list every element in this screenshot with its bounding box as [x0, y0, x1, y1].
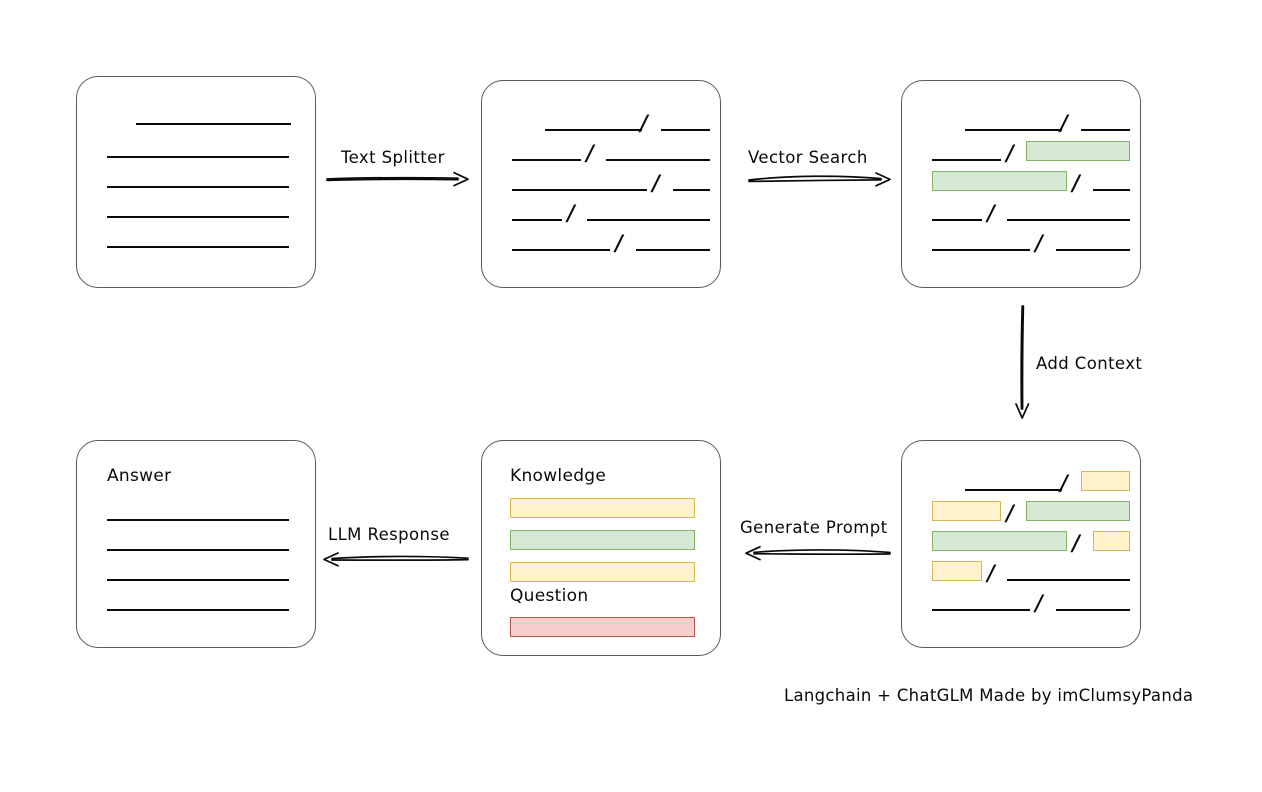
doc-line — [606, 159, 710, 161]
doc-line — [107, 156, 289, 158]
highlight-chip-green[interactable] — [932, 171, 1067, 191]
doc-line — [107, 519, 289, 521]
box-split-chunks[interactable]: / / / / / — [481, 80, 721, 288]
arrow-label-vector-search: Vector Search — [748, 148, 868, 167]
slash-separator: / — [1072, 530, 1080, 555]
doc-line — [512, 189, 647, 191]
slash-separator: / — [1035, 590, 1043, 615]
knowledge-chip-green[interactable] — [510, 530, 695, 550]
doc-line — [1007, 579, 1130, 581]
highlight-chip-yellow[interactable] — [1081, 471, 1130, 491]
doc-line — [512, 249, 610, 251]
doc-line — [545, 129, 642, 131]
doc-line — [932, 609, 1030, 611]
box-prompt[interactable]: Knowledge Question — [481, 440, 721, 656]
question-heading: Question — [510, 586, 589, 606]
arrow-add-context — [1015, 305, 1030, 419]
doc-line — [1093, 189, 1130, 191]
knowledge-chip-yellow[interactable] — [510, 498, 695, 518]
doc-line — [107, 216, 289, 218]
slash-separator: / — [567, 200, 575, 225]
doc-line — [932, 249, 1030, 251]
box-source-document[interactable] — [76, 76, 316, 288]
arrow-vector-search — [748, 172, 891, 187]
box-matched-chunks[interactable]: / / / / / — [901, 80, 1141, 288]
arrow-llm-response — [323, 552, 469, 567]
box-context-chunks[interactable]: / / / / / — [901, 440, 1141, 648]
arrow-text-splitter — [326, 171, 469, 187]
doc-line — [932, 159, 1001, 161]
slash-separator: / — [1060, 470, 1068, 495]
doc-line — [1081, 129, 1130, 131]
slash-separator: / — [987, 560, 995, 585]
doc-line — [587, 219, 710, 221]
highlight-chip-yellow[interactable] — [932, 561, 982, 581]
doc-line — [512, 219, 562, 221]
doc-line — [965, 129, 1062, 131]
slash-separator: / — [586, 140, 594, 165]
doc-line — [1007, 219, 1130, 221]
slash-separator: / — [1060, 110, 1068, 135]
doc-line — [107, 246, 289, 248]
footer-credit: Langchain + ChatGLM Made by imClumsyPand… — [784, 686, 1194, 705]
slash-separator: / — [987, 200, 995, 225]
doc-line — [636, 249, 710, 251]
highlight-chip-green[interactable] — [1026, 501, 1130, 521]
slash-separator: / — [1035, 230, 1043, 255]
doc-line — [107, 549, 289, 551]
doc-line — [107, 609, 289, 611]
doc-line — [932, 219, 982, 221]
doc-line — [107, 186, 289, 188]
doc-line — [1056, 249, 1130, 251]
highlight-chip-yellow[interactable] — [1093, 531, 1130, 551]
arrow-label-text-splitter: Text Splitter — [341, 148, 445, 167]
box-answer[interactable]: Answer — [76, 440, 316, 648]
slash-separator: / — [652, 170, 660, 195]
arrow-label-generate-prompt: Generate Prompt — [740, 518, 888, 537]
slash-separator: / — [615, 230, 623, 255]
arrow-label-add-context: Add Context — [1036, 354, 1143, 373]
highlight-chip-green[interactable] — [1026, 141, 1130, 161]
highlight-chip-yellow[interactable] — [932, 501, 1001, 521]
answer-heading: Answer — [107, 466, 172, 486]
highlight-chip-green[interactable] — [932, 531, 1067, 551]
slash-separator: / — [640, 110, 648, 135]
doc-line — [107, 579, 289, 581]
doc-line — [1056, 609, 1130, 611]
doc-line — [965, 489, 1062, 491]
doc-line — [136, 123, 291, 125]
arrow-generate-prompt — [745, 545, 891, 561]
doc-line — [512, 159, 581, 161]
slash-separator: / — [1006, 140, 1014, 165]
knowledge-heading: Knowledge — [510, 466, 607, 486]
slash-separator: / — [1072, 170, 1080, 195]
arrow-label-llm-response: LLM Response — [328, 525, 450, 544]
knowledge-chip-yellow[interactable] — [510, 562, 695, 582]
doc-line — [661, 129, 710, 131]
slash-separator: / — [1006, 500, 1014, 525]
doc-line — [673, 189, 710, 191]
question-chip-red[interactable] — [510, 617, 695, 637]
